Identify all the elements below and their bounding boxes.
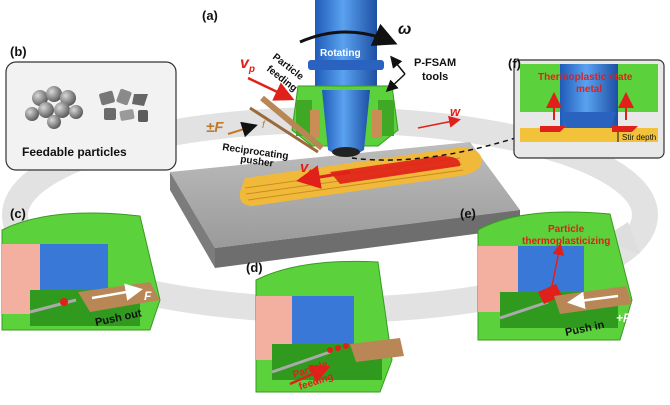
pusher-label-2: pusher (240, 154, 275, 170)
vp-label: vp (240, 55, 255, 75)
tools-label-1: P-FSAM (414, 57, 456, 69)
force-f-label: f (262, 120, 266, 131)
tools-label-2: tools (422, 71, 448, 83)
vt-label: vt (300, 159, 312, 179)
stage-e-title-2: thermoplasticizing (522, 236, 610, 247)
thermoplastic-title-1: Thermoplastic state (538, 72, 633, 83)
panel-b-label: (b) (10, 44, 27, 59)
irregular-particles (99, 88, 148, 122)
deposited-track (239, 147, 482, 206)
panel-e: (e) Particle thermoplasticizing Push in … (460, 206, 633, 341)
panel-f: (f) Thermoplastic state metal Stir depth (508, 56, 665, 159)
panel-c: (c) Push out F (1, 206, 161, 331)
spherical-particles (25, 86, 83, 129)
w-label: w (450, 104, 461, 119)
panel-a-label: (a) (202, 8, 218, 23)
panel-f-label: (f) (508, 56, 521, 71)
feedable-caption: Feedable particles (22, 145, 127, 159)
panel-c-label: (c) (10, 206, 26, 221)
panel-b: (b) Feedable particles (5, 44, 177, 171)
tool-shank (315, 0, 377, 92)
panel-e-label: (e) (460, 206, 476, 221)
panel-d: (d) Particle feeding (246, 260, 404, 393)
force-label: ±F (206, 119, 224, 136)
stage-e-force: +F (616, 311, 631, 325)
rotating-label: Rotating (320, 48, 361, 59)
stir-depth-label: Stir depth (622, 133, 656, 142)
omega-label: ω (398, 21, 411, 38)
thermoplastic-title-2: metal (576, 84, 602, 95)
panel-d-label: (d) (246, 260, 263, 275)
stage-e-title-1: Particle (548, 224, 585, 235)
stage-c-force: F (144, 289, 152, 303)
main-illustration: Rotating ω P-FSAM tools vp Particle feed… (170, 0, 543, 268)
